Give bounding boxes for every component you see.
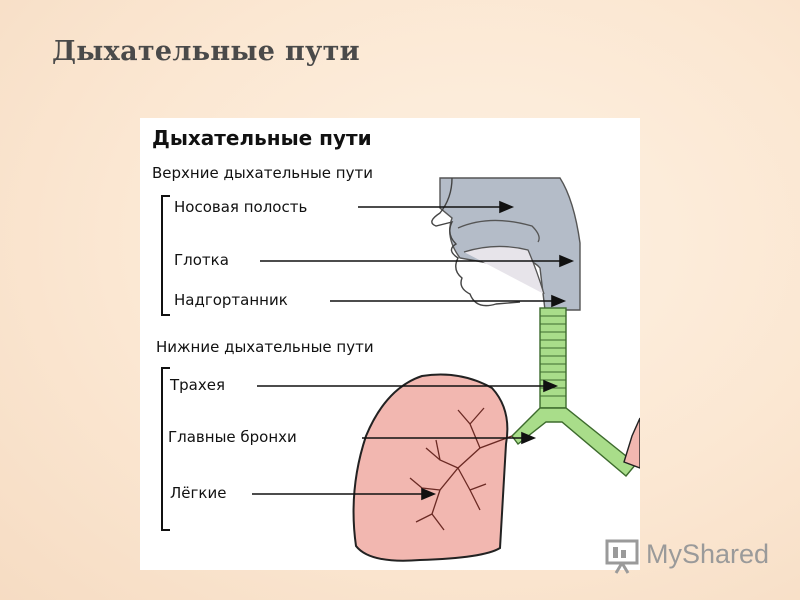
lower-airways-heading: Нижние дыхательные пути: [156, 338, 374, 356]
label-arrows: [252, 200, 575, 501]
palate: [457, 219, 540, 243]
left-lung: [352, 373, 509, 562]
trachea-rings: [540, 315, 566, 397]
slide-title: Дыхательные пути: [52, 36, 360, 67]
face-profile: [431, 177, 521, 307]
label-main-bronchi: Главные бронхи: [168, 428, 297, 446]
upper-airways-heading: Верхние дыхательные пути: [152, 164, 373, 182]
nasal-pharynx-region: [439, 177, 581, 311]
logo-text: MyShared: [646, 539, 770, 569]
main-bronchi: [511, 407, 637, 477]
label-pharynx: Глотка: [174, 251, 229, 269]
label-lungs: Лёгкие: [170, 484, 227, 502]
label-epiglottis: Надгортанник: [174, 291, 288, 309]
presentation-board-icon: [605, 539, 639, 574]
trachea: [539, 307, 567, 409]
right-lung-edge: [623, 417, 640, 469]
lower-airways-bracket: [161, 367, 170, 531]
label-trachea: Трахея: [170, 376, 226, 394]
tongue: [463, 245, 545, 295]
label-nasal-cavity: Носовая полость: [174, 198, 308, 216]
upper-airways-bracket: [161, 195, 170, 316]
diagram-title: Дыхательные пути: [152, 126, 372, 150]
anatomy-illustration: [161, 177, 640, 562]
myshared-logo[interactable]: MyShared: [604, 537, 774, 575]
bronchial-tree: [409, 407, 513, 531]
respiratory-diagram: Дыхательные пути Верхние дыхательные пут…: [140, 118, 640, 570]
